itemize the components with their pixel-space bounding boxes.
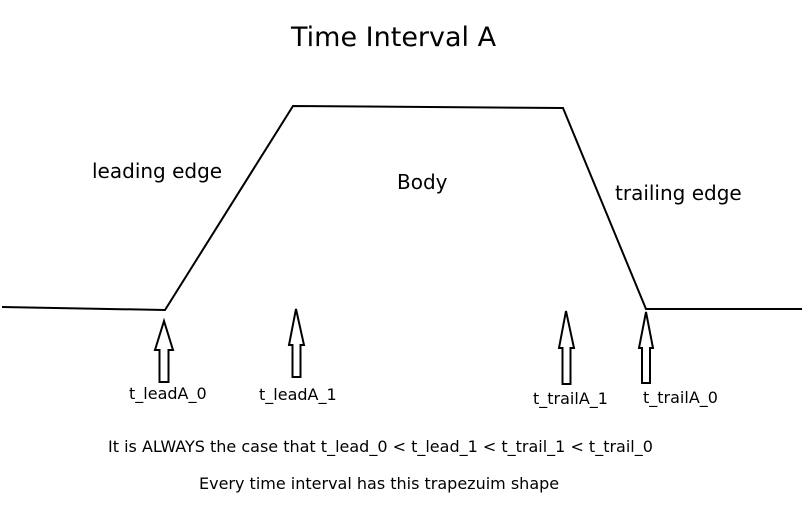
body-label: Body — [397, 170, 448, 194]
t-leadA-1-label: t_leadA_1 — [259, 385, 337, 404]
t-trailA-1-arrow — [557, 310, 576, 385]
t-trailA-1-label: t_trailA_1 — [533, 389, 608, 408]
leading-edge-label: leading edge — [92, 159, 223, 183]
t-leadA-1-arrow — [287, 308, 306, 378]
t-leadA-0-arrow — [153, 317, 175, 383]
trailing-edge-label: trailing edge — [615, 181, 742, 205]
trapezoid-signal-line — [1, 104, 802, 312]
diagram-title: Time Interval A — [291, 22, 497, 53]
ordering-note: It is ALWAYS the case that t_lead_0 < t_… — [108, 437, 653, 456]
shape-note: Every time interval has this trapezuim s… — [199, 474, 560, 493]
t-leadA-0-label: t_leadA_0 — [129, 384, 207, 403]
t-trailA-0-arrow — [637, 311, 655, 384]
t-trailA-0-label: t_trailA_0 — [643, 388, 718, 407]
